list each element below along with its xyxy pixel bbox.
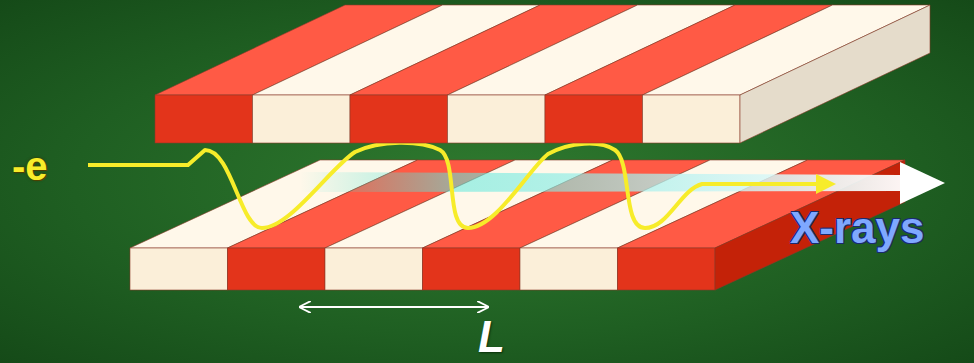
xray-arrowhead	[900, 162, 945, 204]
magnet-front-face	[350, 95, 448, 143]
magnet-front-face	[618, 248, 716, 290]
magnet-front-face	[545, 95, 643, 143]
magnet-front-face	[325, 248, 423, 290]
period-label: L	[478, 315, 505, 359]
electron-path	[88, 143, 832, 228]
electron-label: -e	[12, 146, 48, 186]
magnet-front-face	[643, 95, 741, 143]
magnet-side-face	[740, 5, 930, 143]
magnet-front-face	[228, 248, 326, 290]
magnet-front-face	[448, 95, 546, 143]
magnet-front-face	[253, 95, 351, 143]
magnet-front-face	[130, 248, 228, 290]
magnet-front-face	[520, 248, 618, 290]
magnet-front-face	[155, 95, 253, 143]
xray-label: X-rays	[790, 206, 925, 250]
period-dimension-arrow	[300, 306, 488, 308]
magnet-front-face	[423, 248, 521, 290]
lower-magnet-array	[130, 160, 905, 290]
upper-magnet-array	[155, 5, 930, 143]
